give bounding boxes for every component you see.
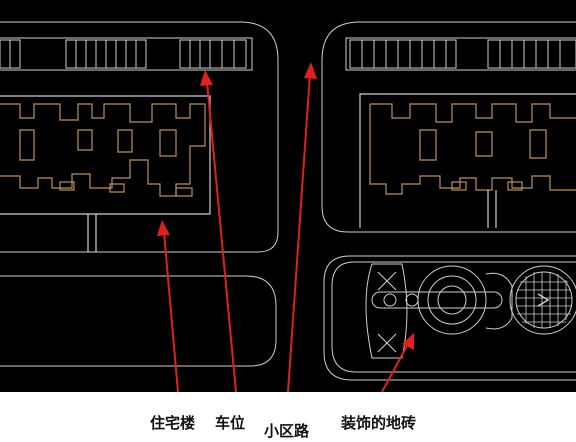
right-residential-building [359,93,576,228]
left-parking-spaces [0,39,247,69]
right-upper-block [321,21,576,233]
left-upper-block [0,21,279,253]
arrow-paving [381,333,414,392]
arrow-parking [200,70,237,392]
annotation-arrows [157,62,414,392]
site-plan-drawing [0,0,576,392]
arrow-residential [157,220,179,392]
decorative-paving-pattern [365,263,576,359]
left-lower-block [0,275,277,367]
label-community-road: 小区路 [264,422,310,440]
label-decorative-paving: 装饰的地砖 [341,414,417,432]
right-lower-block [323,255,576,381]
label-residential-building: 住宅楼 [150,414,196,432]
circular-grid-paving [516,272,572,328]
label-parking-space: 车位 [215,414,246,432]
arrow-road [287,62,317,392]
left-residential-building [0,95,211,252]
